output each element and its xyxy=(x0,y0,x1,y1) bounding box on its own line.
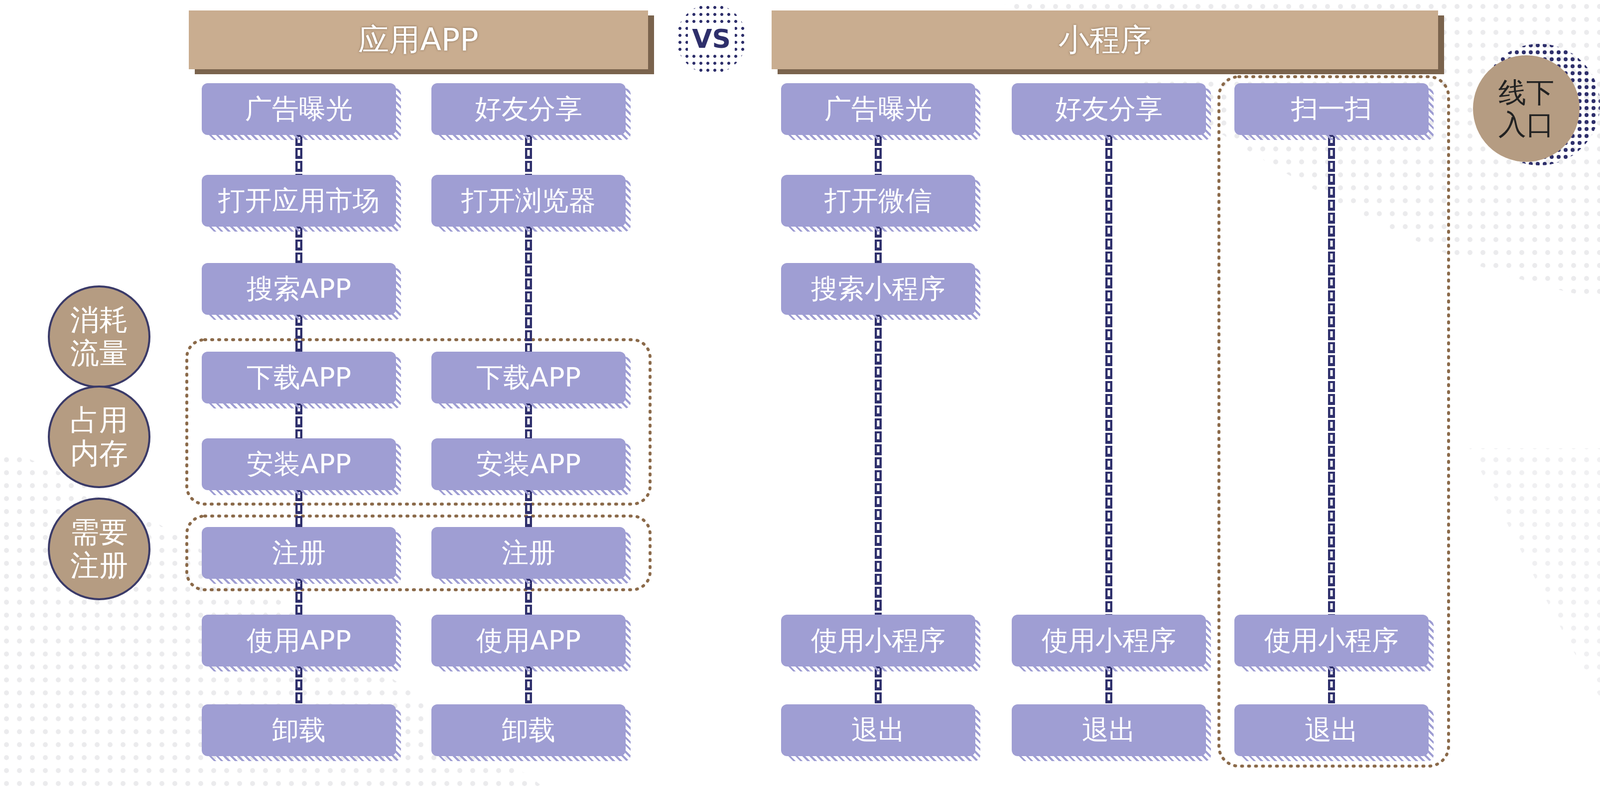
node-label: 消耗流量 xyxy=(68,303,130,370)
title-bar: 小程序 xyxy=(771,10,1439,70)
chain-connector xyxy=(1331,666,1333,705)
process-box: 打开微信 xyxy=(781,174,976,227)
process-box: 注册 xyxy=(431,527,626,579)
chain-connector xyxy=(1108,666,1110,705)
process-box: 广告曝光 xyxy=(201,83,397,135)
node-label: 使用小程序 xyxy=(1264,622,1399,660)
process-box: 退出 xyxy=(781,704,976,757)
chain-connector xyxy=(528,490,530,528)
process-box: 搜索小程序 xyxy=(781,263,976,315)
node-label: 小程序 xyxy=(1058,18,1152,61)
chain-connector xyxy=(878,314,879,615)
callout-circle: 需要注册 xyxy=(47,497,151,601)
chain-connector xyxy=(1108,134,1110,615)
vs-badge: VS xyxy=(676,3,747,74)
chain-connector xyxy=(878,134,879,175)
node-label: 广告曝光 xyxy=(245,91,353,128)
process-box: 好友分享 xyxy=(1011,83,1206,135)
chain-connector xyxy=(528,403,530,439)
chain-connector xyxy=(298,403,300,439)
callout-circle: 占用内存 xyxy=(47,385,151,489)
chain-connector xyxy=(878,666,879,705)
process-box: 广告曝光 xyxy=(781,83,976,135)
process-box: 下载APP xyxy=(201,351,397,404)
group-outline xyxy=(1218,76,1449,767)
title-bar: 应用APP xyxy=(188,10,649,70)
process-box: 安装APP xyxy=(431,438,626,491)
chain-connector xyxy=(528,226,530,352)
group-outline xyxy=(186,339,651,505)
chain-connector xyxy=(528,134,530,175)
node-label: 扫一扫 xyxy=(1291,91,1372,128)
node-label: 使用小程序 xyxy=(810,622,946,660)
chain-connector xyxy=(528,666,530,705)
chain-connector xyxy=(298,490,300,528)
process-box: 使用APP xyxy=(201,614,397,667)
process-box: 使用小程序 xyxy=(1011,614,1206,667)
process-box: 搜索APP xyxy=(201,263,397,315)
node-label: 打开微信 xyxy=(824,182,933,220)
chain-connector xyxy=(298,578,300,615)
node-label: 下载APP xyxy=(476,359,581,397)
chain-connector xyxy=(298,226,300,264)
process-box: 使用小程序 xyxy=(1234,614,1429,667)
node-label: 使用APP xyxy=(476,622,581,660)
node-label: 卸载 xyxy=(501,712,556,749)
callout-circle: 消耗流量 xyxy=(47,285,151,389)
process-box: 使用小程序 xyxy=(781,614,976,667)
process-box: 打开浏览器 xyxy=(431,174,626,227)
node-label: 打开浏览器 xyxy=(461,182,596,220)
chain-connector xyxy=(528,578,530,615)
chain-connector xyxy=(298,134,300,175)
node-label: 好友分享 xyxy=(474,91,583,128)
node-label: 搜索APP xyxy=(246,270,352,308)
process-box: 注册 xyxy=(201,527,397,579)
node-label: 退出 xyxy=(851,712,906,749)
node-label: 搜索小程序 xyxy=(810,270,946,308)
node-label: 注册 xyxy=(501,534,556,572)
node-label: 好友分享 xyxy=(1055,91,1163,128)
process-box: 卸载 xyxy=(201,704,397,757)
process-box: 好友分享 xyxy=(431,83,626,135)
node-label: 退出 xyxy=(1304,712,1359,749)
node-label: 广告曝光 xyxy=(824,91,933,128)
background-dots xyxy=(1469,448,1600,698)
node-label: 打开应用市场 xyxy=(218,182,380,220)
node-label: 安装APP xyxy=(246,446,352,483)
chain-connector xyxy=(298,666,300,705)
node-label: 安装APP xyxy=(476,446,581,483)
node-label: 占用内存 xyxy=(68,403,130,470)
entry-circle: 线下入口 xyxy=(1472,55,1580,162)
chain-connector xyxy=(298,314,300,352)
process-box: 退出 xyxy=(1234,704,1429,757)
node-label: 退出 xyxy=(1081,712,1136,749)
node-label: 需要注册 xyxy=(68,515,130,582)
node-label: 应用APP xyxy=(358,18,479,61)
process-box: 打开应用市场 xyxy=(201,174,397,227)
node-label: VS xyxy=(687,22,735,55)
node-label: 线下入口 xyxy=(1496,76,1556,141)
node-label: 下载APP xyxy=(246,359,352,397)
process-box: 扫一扫 xyxy=(1234,83,1429,135)
node-label: 使用APP xyxy=(246,622,352,660)
node-label: 注册 xyxy=(271,534,326,572)
process-box: 安装APP xyxy=(201,438,397,491)
process-box: 使用APP xyxy=(431,614,626,667)
node-label: 卸载 xyxy=(271,712,326,749)
chain-connector xyxy=(1331,134,1333,615)
process-box: 卸载 xyxy=(431,704,626,757)
chain-connector xyxy=(878,226,879,264)
node-label: 使用小程序 xyxy=(1041,622,1177,660)
process-box: 退出 xyxy=(1011,704,1206,757)
process-box: 下载APP xyxy=(431,351,626,404)
group-outline xyxy=(186,516,651,590)
